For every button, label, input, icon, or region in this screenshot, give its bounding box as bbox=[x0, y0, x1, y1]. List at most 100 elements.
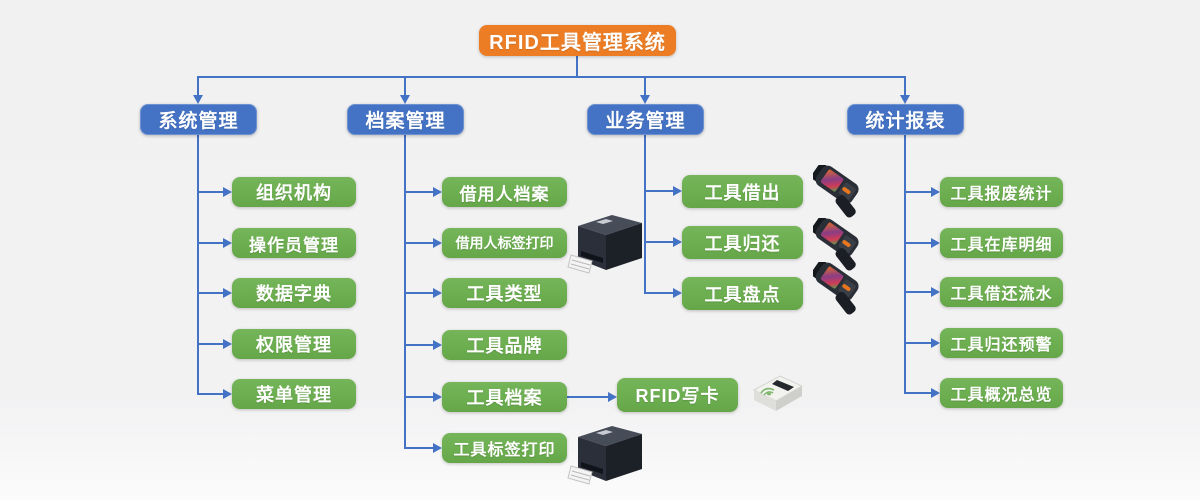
arrowhead-right-icon bbox=[223, 187, 232, 197]
leaf-node-label: 菜单管理 bbox=[256, 385, 332, 405]
arrowhead-right-icon bbox=[931, 187, 940, 197]
root-node: RFID工具管理系统 bbox=[479, 25, 676, 56]
arrowhead-right-icon bbox=[673, 186, 682, 196]
leaf-node: 数据字典 bbox=[232, 278, 356, 308]
arrowhead-down-icon bbox=[900, 95, 910, 104]
leaf-node: 工具借还流水 bbox=[940, 277, 1063, 307]
connector-line bbox=[404, 396, 433, 398]
leaf-node-label: 工具借还流水 bbox=[950, 286, 1053, 303]
arrowhead-right-icon bbox=[608, 392, 617, 402]
arrowhead-right-icon bbox=[433, 392, 442, 402]
leaf-node: 工具标签打印 bbox=[442, 433, 567, 463]
connector-line bbox=[904, 291, 931, 293]
connector-line bbox=[644, 76, 646, 95]
connector-line bbox=[404, 447, 433, 449]
connector-line bbox=[644, 135, 646, 293]
connector-line bbox=[197, 242, 223, 244]
arrowhead-right-icon bbox=[433, 238, 442, 248]
leaf-node-rfid-write: RFID写卡 bbox=[617, 378, 738, 412]
arrowhead-right-icon bbox=[673, 237, 682, 247]
leaf-node: 组织机构 bbox=[232, 177, 356, 207]
branch-node-label: 业务管理 bbox=[605, 111, 686, 132]
connector-line bbox=[904, 342, 931, 344]
handheld-rfid-reader-image bbox=[813, 262, 859, 315]
leaf-node-label: 工具类型 bbox=[466, 284, 543, 304]
branch-node-business: 业务管理 bbox=[587, 104, 704, 135]
connector-line bbox=[197, 393, 223, 395]
connector-line bbox=[904, 191, 931, 193]
leaf-node: 工具盘点 bbox=[682, 277, 803, 310]
connector-line bbox=[404, 292, 433, 294]
leaf-node-label: 借用人档案 bbox=[459, 184, 550, 204]
connector-line bbox=[644, 241, 673, 243]
connector-line bbox=[197, 76, 199, 95]
branch-node-label: 统计报表 bbox=[865, 111, 946, 132]
root-node-label: RFID工具管理系统 bbox=[489, 32, 666, 54]
handheld-rfid-reader-image bbox=[813, 218, 859, 271]
leaf-node: 操作员管理 bbox=[232, 228, 356, 258]
arrowhead-right-icon bbox=[433, 187, 442, 197]
leaf-node: 借用人档案 bbox=[442, 177, 567, 207]
leaf-node: 工具档案 bbox=[442, 382, 567, 412]
leaf-node-label: 工具报废统计 bbox=[950, 186, 1053, 203]
connector-line bbox=[404, 344, 433, 346]
arrowhead-right-icon bbox=[931, 238, 940, 248]
connector-line bbox=[197, 135, 199, 394]
arrowhead-right-icon bbox=[433, 340, 442, 350]
branch-node-archive: 档案管理 bbox=[347, 104, 464, 135]
connector-line bbox=[197, 76, 906, 78]
connector-line bbox=[904, 392, 931, 394]
leaf-node-label: 工具归还预警 bbox=[950, 337, 1053, 354]
arrowhead-right-icon bbox=[223, 288, 232, 298]
arrowhead-right-icon bbox=[223, 389, 232, 399]
leaf-node-label: RFID写卡 bbox=[635, 386, 720, 406]
leaf-node: 权限管理 bbox=[232, 329, 356, 359]
label-printer-image bbox=[567, 426, 642, 485]
branch-node-label: 系统管理 bbox=[158, 111, 239, 132]
leaf-node-label: 工具概况总览 bbox=[950, 387, 1053, 404]
leaf-node: 工具借出 bbox=[682, 175, 803, 208]
leaf-node: 工具品牌 bbox=[442, 330, 567, 360]
leaf-node-label: 工具借出 bbox=[704, 182, 781, 203]
leaf-node: 工具概况总览 bbox=[940, 378, 1063, 408]
leaf-node-label: 工具品牌 bbox=[466, 336, 543, 356]
leaf-node-label: 工具档案 bbox=[466, 388, 543, 408]
leaf-node: 工具归还 bbox=[682, 226, 803, 259]
branch-node-report: 统计报表 bbox=[847, 104, 964, 135]
leaf-node: 菜单管理 bbox=[232, 379, 356, 409]
connector-line bbox=[904, 242, 931, 244]
connector-line bbox=[404, 242, 433, 244]
branch-node-label: 档案管理 bbox=[365, 111, 446, 132]
connector-line bbox=[576, 55, 578, 77]
arrowhead-right-icon bbox=[223, 339, 232, 349]
connector-line bbox=[404, 76, 406, 95]
leaf-node: 工具归还预警 bbox=[940, 328, 1063, 358]
connector-line bbox=[404, 135, 406, 448]
branch-node-system: 系统管理 bbox=[140, 104, 257, 135]
arrowhead-down-icon bbox=[193, 95, 203, 104]
arrowhead-right-icon bbox=[433, 443, 442, 453]
leaf-node: 工具在库明细 bbox=[940, 228, 1063, 258]
leaf-node-label: 权限管理 bbox=[256, 335, 332, 355]
leaf-node-label: 借用人标签打印 bbox=[455, 235, 554, 251]
label-printer-image bbox=[567, 215, 642, 274]
rfid-card-writer-image bbox=[752, 375, 804, 411]
arrowhead-right-icon bbox=[931, 388, 940, 398]
connector-line bbox=[567, 396, 608, 398]
connector-line bbox=[904, 135, 906, 393]
leaf-node-label: 工具标签打印 bbox=[453, 442, 556, 459]
connector-line bbox=[404, 191, 433, 193]
leaf-node-label: 组织机构 bbox=[256, 183, 332, 203]
arrowhead-right-icon bbox=[433, 288, 442, 298]
leaf-node: 工具报废统计 bbox=[940, 177, 1063, 207]
leaf-node-label: 工具归还 bbox=[704, 233, 781, 254]
leaf-node: 借用人标签打印 bbox=[442, 228, 567, 258]
connector-line bbox=[644, 292, 673, 294]
handheld-rfid-reader-image bbox=[813, 165, 859, 218]
leaf-node-label: 工具盘点 bbox=[704, 284, 781, 305]
arrowhead-down-icon bbox=[400, 95, 410, 104]
connector-line bbox=[197, 343, 223, 345]
connector-line bbox=[644, 190, 673, 192]
connector-line bbox=[904, 76, 906, 95]
